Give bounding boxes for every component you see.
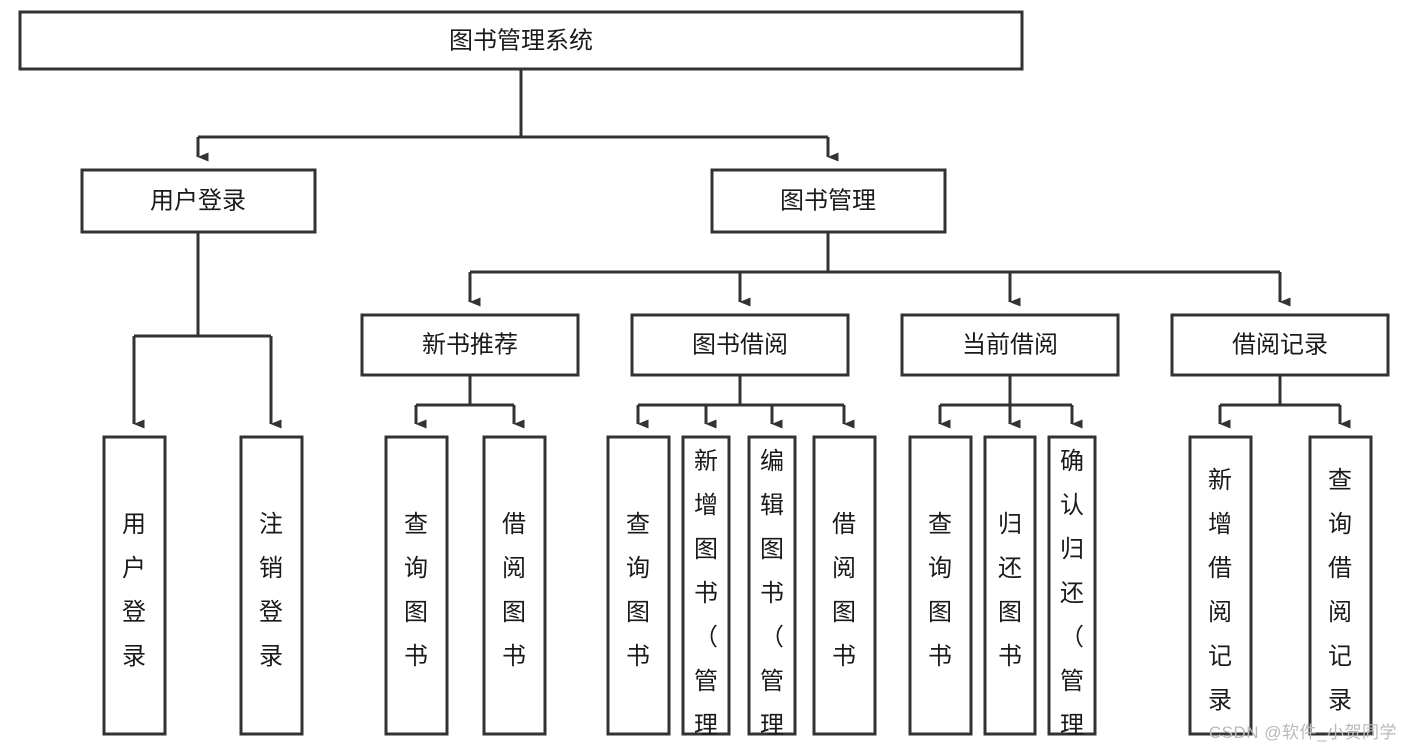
node-cb-return-book[interactable]: 归还图书	[983, 435, 1037, 736]
node-cb-query-book[interactable]: 查询图书	[908, 435, 973, 736]
node-bb-edit-book-box[interactable]	[747, 435, 797, 736]
node-bb-query-book-box[interactable]	[606, 435, 671, 736]
node-br-query-record-box[interactable]	[1308, 435, 1373, 736]
node-bb-edit-book-label: 编辑图书（管理员）	[760, 448, 784, 747]
node-br-add-record[interactable]: 新增借阅记录	[1188, 435, 1253, 736]
node-bb-query-book-label: 查询图书	[626, 511, 650, 670]
node-br-query-record-label: 查询借阅记录	[1328, 467, 1352, 714]
node-br-add-record-box[interactable]	[1188, 435, 1253, 736]
node-borrow-record-box[interactable]	[1170, 313, 1390, 377]
node-new-book-recommend-box[interactable]	[360, 313, 580, 377]
node-nb-borrow-book-box[interactable]	[482, 435, 547, 736]
node-root-label: 图书管理系统	[449, 27, 593, 54]
node-user-logout-box[interactable]	[239, 435, 304, 736]
node-bb-edit-book[interactable]: 编辑图书（管理员）	[747, 435, 797, 747]
node-book-borrow-label: 图书借阅	[692, 331, 788, 358]
node-bb-borrow-book[interactable]: 借阅图书	[812, 435, 877, 736]
node-user-login-do[interactable]: 用户登录	[102, 435, 167, 736]
node-current-borrow-label: 当前借阅	[962, 331, 1058, 358]
node-user-login-label: 用户登录	[150, 187, 246, 214]
node-book-manage-box[interactable]	[710, 168, 947, 234]
node-cb-return-book-label: 归还图书	[998, 511, 1022, 670]
node-user-login-do-box[interactable]	[102, 435, 167, 736]
connector-layer	[132, 69, 1351, 429]
node-user-login-do-label: 用户登录	[122, 511, 146, 670]
node-br-add-record-label: 新增借阅记录	[1208, 467, 1232, 714]
node-cb-query-book-label: 查询图书	[928, 511, 952, 670]
node-cb-query-book-box[interactable]	[908, 435, 973, 736]
node-user-logout-label: 注销登录	[259, 511, 283, 670]
node-new-book-recommend[interactable]: 新书推荐	[360, 313, 580, 377]
node-root[interactable]: 图书管理系统	[18, 10, 1024, 71]
node-borrow-record[interactable]: 借阅记录	[1170, 313, 1390, 377]
node-borrow-record-label: 借阅记录	[1232, 331, 1328, 358]
node-new-book-recommend-label: 新书推荐	[422, 331, 518, 358]
node-bb-add-book-box[interactable]	[681, 435, 731, 736]
node-book-borrow[interactable]: 图书借阅	[630, 313, 850, 377]
node-cb-confirm-return-box[interactable]	[1047, 435, 1097, 736]
node-user-login[interactable]: 用户登录	[80, 168, 317, 234]
node-bb-borrow-book-label: 借阅图书	[832, 511, 856, 670]
node-book-manage-label: 图书管理	[780, 187, 876, 214]
node-nb-query-book-box[interactable]	[384, 435, 449, 736]
node-nb-borrow-book-label: 借阅图书	[502, 511, 526, 670]
node-bb-borrow-book-box[interactable]	[812, 435, 877, 736]
node-bb-query-book[interactable]: 查询图书	[606, 435, 671, 736]
node-nb-query-book[interactable]: 查询图书	[384, 435, 449, 736]
node-current-borrow-box[interactable]	[900, 313, 1120, 377]
node-bb-add-book-label: 新增图书（管理员）	[694, 448, 718, 747]
node-cb-return-book-box[interactable]	[983, 435, 1037, 736]
node-user-logout[interactable]: 注销登录	[239, 435, 304, 736]
node-bb-add-book[interactable]: 新增图书（管理员）	[681, 435, 731, 747]
node-br-query-record[interactable]: 查询借阅记录	[1308, 435, 1373, 736]
node-current-borrow[interactable]: 当前借阅	[900, 313, 1120, 377]
node-root-box[interactable]	[18, 10, 1024, 71]
node-cb-confirm-return[interactable]: 确认归还（管理员）	[1047, 435, 1097, 747]
node-book-borrow-box[interactable]	[630, 313, 850, 377]
node-nb-query-book-label: 查询图书	[404, 511, 428, 670]
node-cb-confirm-return-label: 确认归还（管理员）	[1060, 448, 1084, 747]
node-book-manage[interactable]: 图书管理	[710, 168, 947, 234]
node-user-login-box[interactable]	[80, 168, 317, 234]
node-nb-borrow-book[interactable]: 借阅图书	[482, 435, 547, 736]
